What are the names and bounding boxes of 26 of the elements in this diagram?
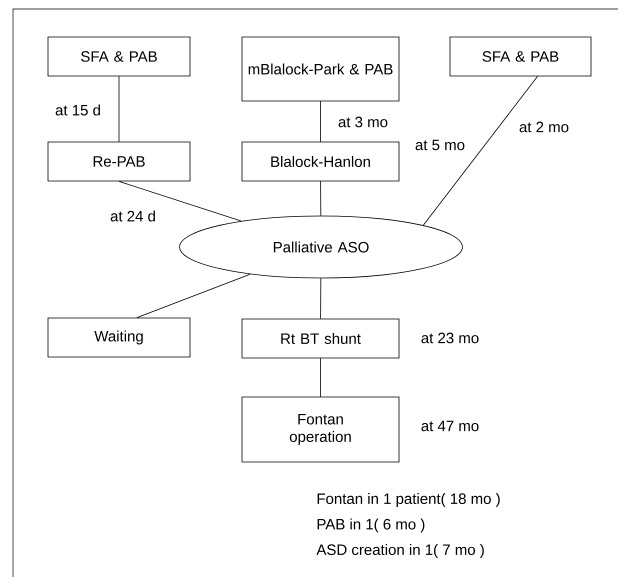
process-box: Waiting [48,318,190,358]
time-label: at 5 mo [416,140,464,150]
process-box: Blalock-Hanlon [242,142,400,182]
time-label: at 47 mo [421,420,479,432]
connector-line [422,76,538,226]
edge-label: at 2 mo [518,120,570,134]
edge-label: at 15 d [54,103,102,116]
process-box: Fontan operation [242,396,400,462]
note-text: ASD creation in 1( 7 mo ) [316,544,484,558]
edge-label: at 3 mo [337,116,390,128]
note-text: PAB in 1( 6 mo ) [318,518,424,532]
process-box: SFA & PAB [450,36,592,76]
connector-line [320,101,321,142]
process-box: mBlalock-Park & PAB [242,36,400,102]
connector-line [118,76,120,142]
process-box: Re-PAB [48,142,190,182]
connector-line [320,358,321,397]
process-box: Rt BT shunt [242,318,400,358]
process-box: SFA & PAB [48,36,190,76]
connector-line [320,278,322,319]
connector-line [320,181,322,216]
note-text: Fontan in 1 patient( 18 mo ) [318,493,500,507]
time-label: at 23 mo [421,332,479,344]
connector-line [136,274,251,318]
edge-label: at 24 d [109,209,157,222]
connector-line [118,181,242,222]
